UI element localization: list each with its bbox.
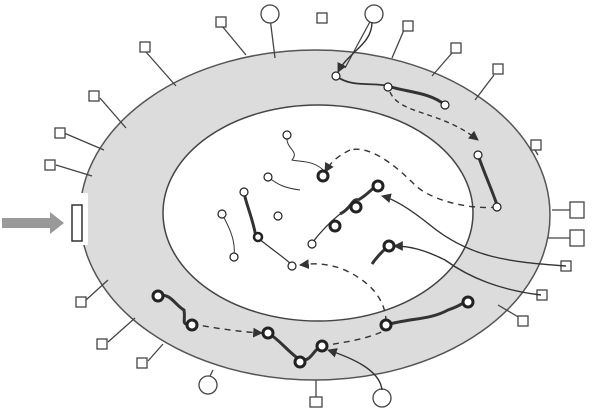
node [239, 187, 249, 197]
receptor-square [215, 16, 227, 28]
receptor-square [44, 159, 56, 171]
node-bold [185, 318, 199, 332]
node-bold [461, 295, 475, 309]
node-bold [328, 219, 342, 233]
pathway-nodes [151, 71, 502, 369]
node-bold [252, 231, 264, 243]
receptor-square [136, 357, 148, 369]
receptor-circle [372, 388, 392, 408]
node [492, 202, 502, 212]
receptor-square [492, 63, 504, 75]
node-bold [151, 289, 165, 303]
receptor-circle [260, 4, 280, 24]
node [287, 261, 297, 271]
node-bold [349, 200, 363, 214]
node-bold [316, 169, 330, 183]
receptor-square [96, 338, 108, 350]
node-bold [315, 339, 329, 353]
node [331, 71, 341, 81]
receptor-square [316, 12, 328, 24]
receptor-square [75, 296, 87, 308]
node-bold [261, 326, 275, 340]
node-bold [371, 179, 385, 193]
inner-compartment [162, 104, 474, 322]
receptor-rectangle [569, 229, 585, 247]
node [307, 239, 317, 249]
receptor-square [54, 127, 66, 139]
receptor-square [450, 42, 462, 54]
receptor-square [139, 41, 151, 53]
node [383, 82, 393, 92]
node [273, 211, 283, 221]
node [229, 252, 239, 262]
node-bold [293, 355, 307, 369]
receptor-square [309, 396, 323, 408]
node-bold [379, 318, 393, 332]
node [473, 150, 483, 160]
node-bold [382, 239, 396, 253]
membrane-receptor-rectangle [71, 204, 83, 242]
receptor-circle [198, 375, 218, 395]
receptor-rectangle [569, 201, 585, 219]
receptor-circle [364, 4, 384, 24]
receptor-square [530, 139, 542, 151]
incoming-signal-arrow [2, 212, 64, 234]
node [263, 172, 273, 182]
node [440, 100, 450, 110]
receptor-square [517, 315, 529, 327]
receptor-square [402, 20, 414, 32]
node [282, 130, 292, 140]
node [217, 209, 227, 219]
receptor-square [88, 90, 100, 102]
